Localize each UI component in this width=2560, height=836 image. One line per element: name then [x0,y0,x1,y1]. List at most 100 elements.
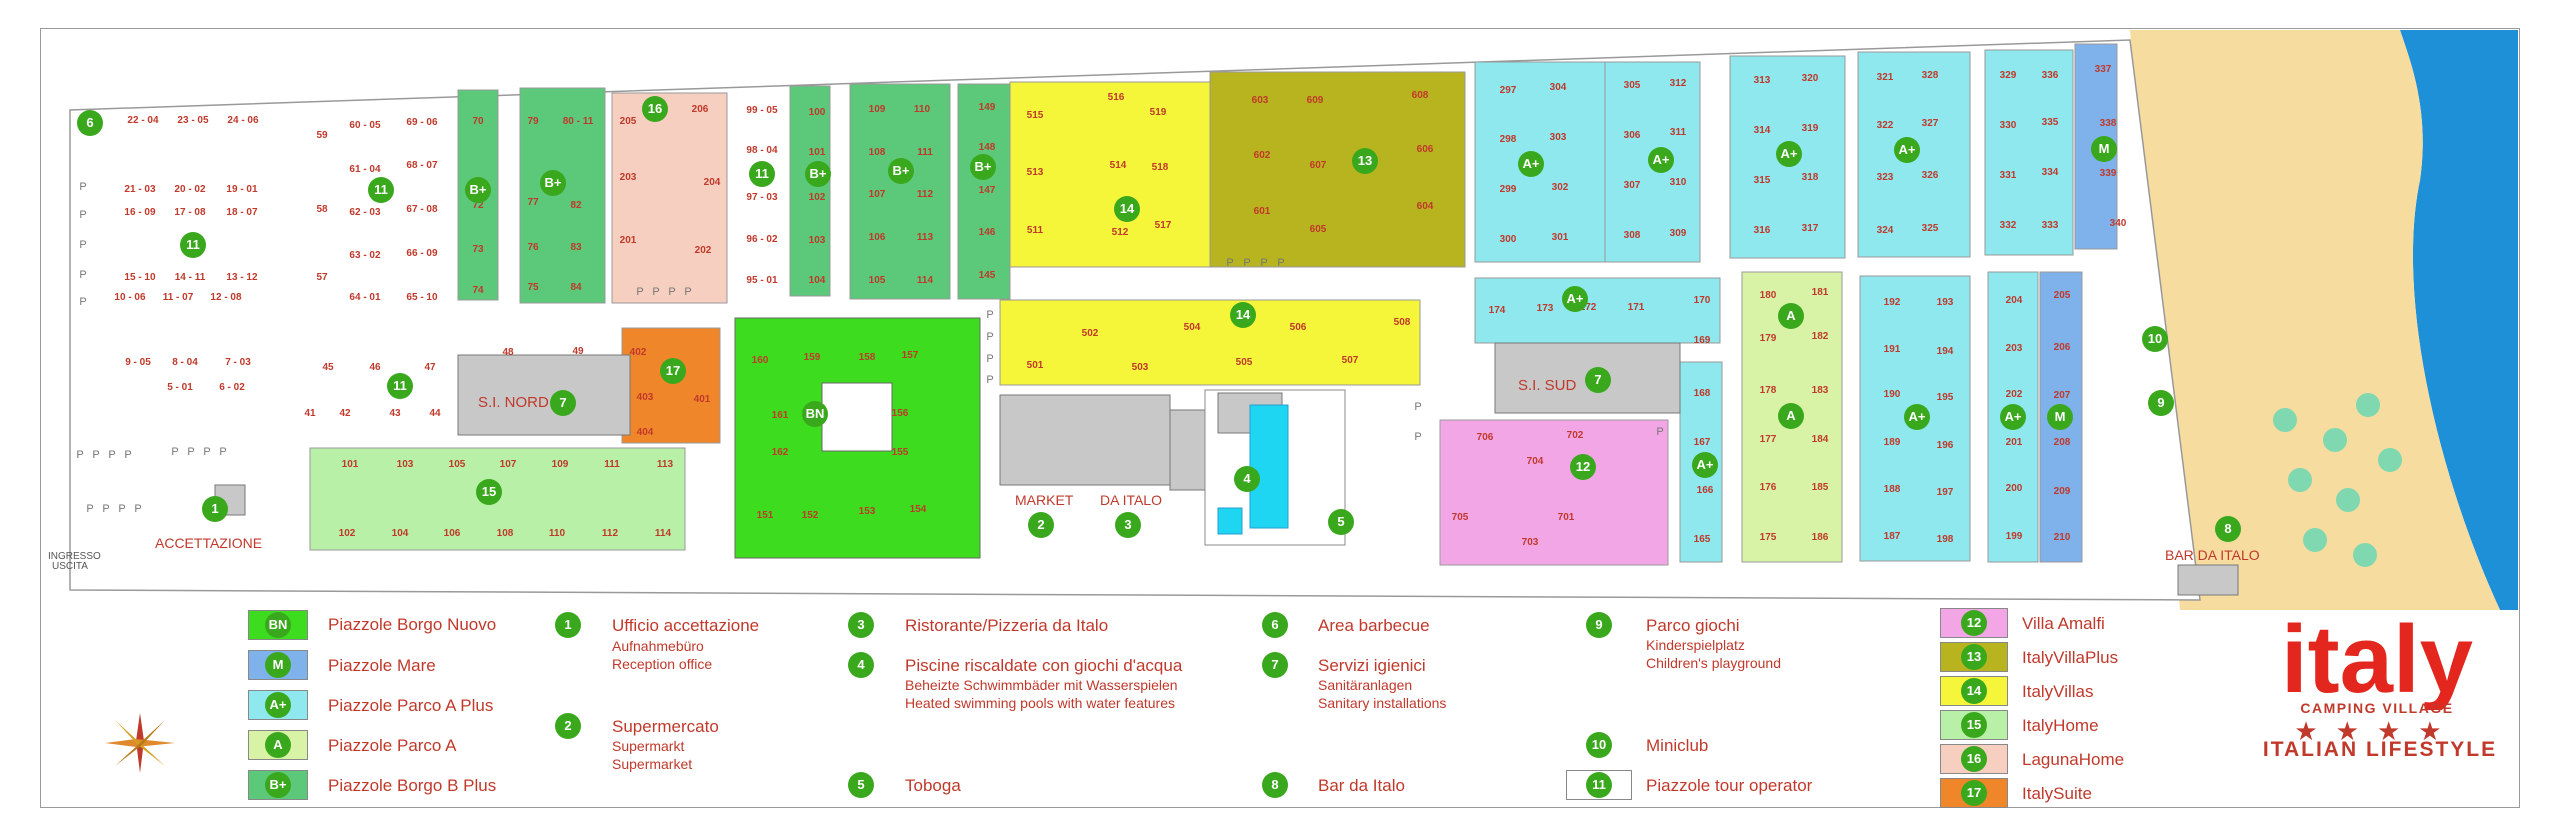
svg-text:703: 703 [1522,537,1539,548]
map-badge-a-plus[interactable]: A+ [1562,286,1588,312]
map-badge-12[interactable]: 12 [1570,454,1596,480]
swimming-pools [1217,404,1289,535]
map-badge-a-plus[interactable]: A+ [1692,452,1718,478]
map-badge-11[interactable]: 11 [180,232,206,258]
map-badge-9[interactable]: 9 [2148,390,2174,416]
map-badge-a-plus[interactable]: A+ [1776,141,1802,167]
map-badge-15[interactable]: 15 [476,479,502,505]
svg-text:511: 511 [1027,225,1044,236]
map-badge-a-plus[interactable]: A+ [1648,147,1674,173]
svg-text:109: 109 [552,459,569,470]
map-badge-16[interactable]: 16 [642,96,668,122]
map-badge-a[interactable]: A [1778,403,1804,429]
svg-text:182: 182 [1812,331,1829,342]
map-badge-3[interactable]: 3 [1115,512,1141,538]
acc-label-italy-villas: ItalyVillas [2022,682,2094,701]
map-badge-m[interactable]: M [2091,136,2117,162]
svg-text:152: 152 [802,510,819,521]
map-badge-14[interactable]: 14 [1230,302,1256,328]
svg-text:310: 310 [1670,177,1687,188]
map-badge-b-plus[interactable]: B+ [465,177,491,203]
swatch-italy-villas: 14 [1940,676,2008,706]
svg-text:307: 307 [1624,180,1641,191]
label-uscita: USCITA [52,561,88,572]
svg-text:327: 327 [1922,118,1939,129]
svg-text:184: 184 [1812,434,1829,445]
sea [2400,30,2518,610]
svg-text:320: 320 [1802,73,1819,84]
svg-text:6 - 02: 6 - 02 [219,382,245,393]
map-badge-m[interactable]: M [2047,404,2073,430]
map-badge-5[interactable]: 5 [1328,509,1354,535]
svg-text:170: 170 [1694,295,1711,306]
acc-label-italy-home: ItalyHome [2022,716,2099,735]
svg-text:70: 70 [472,116,484,127]
svg-text:183: 183 [1812,385,1829,396]
service-sub1-9: Kinderspielplatz [1646,637,1745,653]
svg-text:311: 311 [1670,127,1687,138]
map-badge-7[interactable]: 7 [1585,367,1611,393]
svg-text:197: 197 [1937,487,1954,498]
map-badge-4[interactable]: 4 [1234,466,1260,492]
map-badge-b-plus[interactable]: B+ [888,158,914,184]
svg-text:101: 101 [809,147,826,158]
map-badge-2[interactable]: 2 [1028,512,1054,538]
svg-text:512: 512 [1112,227,1129,238]
service-sub2-9: Children's playground [1646,655,1781,671]
map-badge-13[interactable]: 13 [1352,148,1378,174]
svg-text:11 - 07: 11 - 07 [163,292,194,303]
svg-text:158: 158 [859,352,876,363]
svg-text:P: P [79,269,86,281]
beach [2130,30,2500,610]
brand-name: italy [2281,610,2473,710]
map-badge-1[interactable]: 1 [202,496,228,522]
svg-text:180: 180 [1760,290,1777,301]
svg-text:42: 42 [339,408,351,419]
svg-text:47: 47 [424,362,436,373]
map-badge-a[interactable]: A [1778,303,1804,329]
svg-text:308: 308 [1624,230,1641,241]
map-badge-14[interactable]: 14 [1114,196,1140,222]
svg-text:P: P [1260,257,1267,269]
map-badge-6[interactable]: 6 [77,110,103,136]
swatch-villa-amalfi: 12 [1940,608,2008,638]
svg-text:49: 49 [572,346,584,357]
map-badge-b-plus[interactable]: B+ [805,161,831,187]
map-badge-a-plus[interactable]: A+ [2000,404,2026,430]
svg-text:P: P [108,449,115,461]
svg-text:517: 517 [1155,220,1172,231]
map-badge-7[interactable]: 7 [550,390,576,416]
map-badge-b-plus[interactable]: B+ [970,154,996,180]
map-badge-b-plus[interactable]: B+ [540,170,566,196]
map-badge-11[interactable]: 11 [749,161,775,187]
map-badge-bn[interactable]: BN [802,401,828,427]
map-badge-a-plus[interactable]: A+ [1904,404,1930,430]
map-badge-11[interactable]: 11 [387,373,413,399]
svg-text:77: 77 [527,197,539,208]
service-title-11: Piazzole tour operator [1646,776,1813,795]
svg-text:203: 203 [620,172,637,183]
pool-deck [1204,389,1346,546]
svg-text:201: 201 [620,235,637,246]
svg-text:335: 335 [2042,117,2059,128]
svg-text:304: 304 [1550,82,1567,93]
service-title-9: Parco giochi [1646,616,1740,635]
svg-text:192: 192 [1884,297,1901,308]
svg-text:602: 602 [1254,150,1271,161]
map-badge-17[interactable]: 17 [660,358,686,384]
map-badge-a-plus[interactable]: A+ [1894,137,1920,163]
svg-text:513: 513 [1027,167,1044,178]
svg-text:331: 331 [2000,170,2017,181]
map-badge-11[interactable]: 11 [368,177,394,203]
svg-text:302: 302 [1552,182,1569,193]
svg-text:41: 41 [304,408,316,419]
map-badge-a-plus[interactable]: A+ [1518,151,1544,177]
map-badge-8[interactable]: 8 [2215,516,2241,542]
zone-italy-suite [621,327,721,444]
map-badge-10[interactable]: 10 [2142,326,2168,352]
legend-label-borgo-nuovo: Piazzole Borgo Nuovo [328,615,497,634]
svg-text:167: 167 [1694,437,1711,448]
svg-text:196: 196 [1937,440,1954,451]
svg-text:P: P [171,446,178,458]
